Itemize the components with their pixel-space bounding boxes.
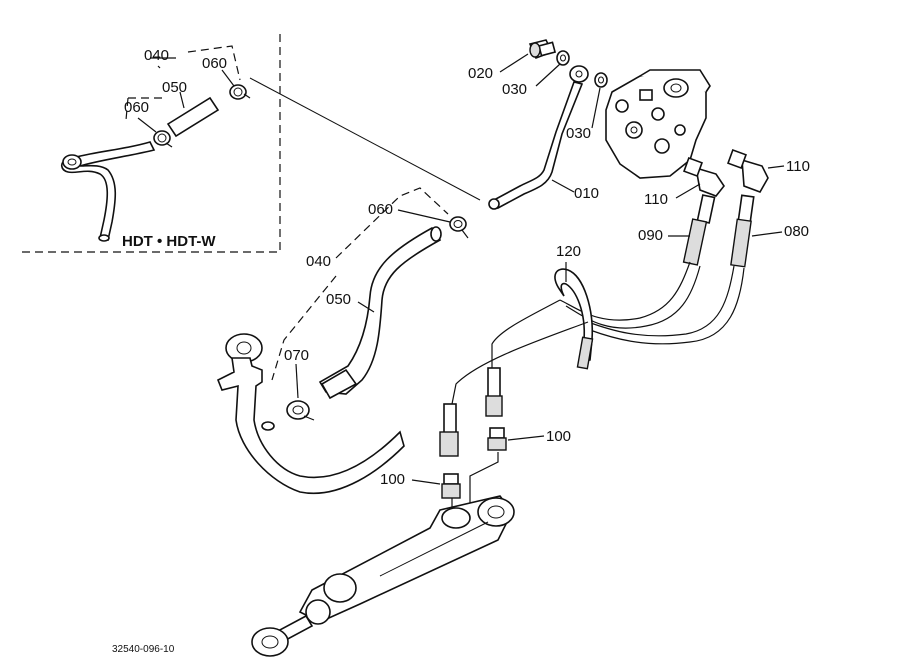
inset-hose-050 xyxy=(166,96,220,138)
inset-clamp-060-upper xyxy=(229,84,251,100)
label-120: 120 xyxy=(556,243,581,260)
label-010: 010 xyxy=(574,185,599,202)
label-100-left: 100 xyxy=(380,471,405,488)
hose-to-cylinder-a xyxy=(491,299,561,370)
adapter-100-right xyxy=(487,427,507,451)
hose-fitting-b xyxy=(439,403,459,457)
washer-030-left xyxy=(556,50,570,66)
washer-030-right xyxy=(594,72,608,88)
pipe-010 xyxy=(488,65,589,210)
banjo-bolt-020 xyxy=(528,39,557,60)
label-040-main: 040 xyxy=(306,253,331,270)
inset-box: 040 050 060 060 HDT • HDT-W xyxy=(22,30,281,253)
hose-clamp-120 xyxy=(554,268,594,370)
figure-code: 32540-096-10 xyxy=(112,644,175,655)
clamp-070 xyxy=(286,400,315,421)
inset-pipe xyxy=(60,141,156,242)
inset-caption: HDT • HDT-W xyxy=(122,233,216,250)
inset-label-060-left: 060 xyxy=(124,99,149,116)
inset-leader-line xyxy=(249,77,481,201)
inset-label-050: 050 xyxy=(162,79,187,96)
label-100-right: 100 xyxy=(546,428,571,445)
steering-valve-unit xyxy=(605,69,711,179)
label-110-right: 110 xyxy=(786,158,810,175)
suction-pipe xyxy=(216,333,405,495)
inset-label-060-right: 060 xyxy=(202,55,227,72)
label-110-left: 110 xyxy=(644,191,668,208)
hose-fitting-a xyxy=(485,367,503,417)
steering-cylinder xyxy=(251,495,515,657)
elbow-110-left xyxy=(683,157,725,197)
inset-clamp-060-lower xyxy=(153,130,173,148)
label-090: 090 xyxy=(638,227,663,244)
inset-label-040: 040 xyxy=(144,47,169,64)
hose-050-main xyxy=(318,226,442,400)
label-020: 020 xyxy=(468,65,493,82)
label-070: 070 xyxy=(284,347,309,364)
hose-080 xyxy=(587,194,755,345)
label-030-left: 030 xyxy=(502,81,527,98)
label-060-main: 060 xyxy=(368,201,393,218)
clamp-060-main xyxy=(449,216,469,239)
elbow-110-right xyxy=(727,149,769,193)
label-080: 080 xyxy=(784,223,809,240)
label-050-main: 050 xyxy=(326,291,351,308)
hose-to-cylinder-b xyxy=(451,321,589,405)
adapter-100-left xyxy=(441,473,461,499)
label-030-right: 030 xyxy=(566,125,591,142)
